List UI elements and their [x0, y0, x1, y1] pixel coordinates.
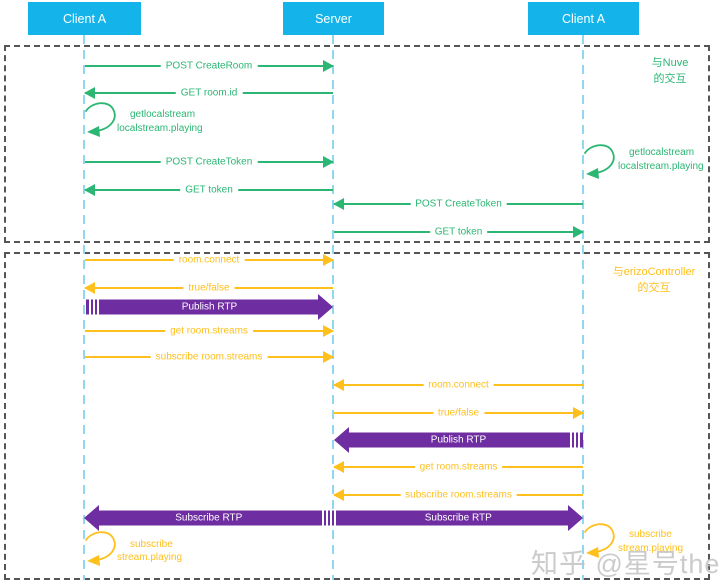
message-label: get room.streams — [414, 461, 503, 473]
hatch-mark — [334, 510, 336, 526]
arrow-bar — [97, 510, 570, 526]
erizocontroller-group-label: 与erizoController 的交互 — [606, 264, 702, 296]
message-label: subscribe room.streams — [400, 489, 517, 501]
self-loop-label: localstream.playing — [618, 161, 704, 172]
message-label: GET token — [180, 184, 238, 196]
nuve-group-label: 与Nuve 的交互 — [642, 55, 698, 87]
message-arrow: room.connect — [85, 254, 334, 266]
nuve-group-frame — [4, 45, 710, 243]
subscribe-rtp-arrow: Subscribe RTP Subscribe RTP — [84, 505, 583, 531]
message-label: subscribe room.streams — [150, 351, 268, 363]
message-arrow: get room.streams — [333, 461, 583, 473]
self-loop-label: stream.playing — [618, 543, 684, 554]
message-arrow: POST CreateToken — [85, 156, 334, 168]
self-loop-icon — [85, 531, 116, 566]
arrow-bar — [347, 432, 583, 448]
publish-rtp-arrow-left: Publish RTP — [86, 294, 333, 320]
self-loop-label: stream.playing — [117, 552, 183, 563]
hatch-mark — [326, 510, 328, 526]
hatch-mark — [578, 432, 580, 448]
nuve-label-line1: 与Nuve — [651, 57, 689, 69]
actor-server: Server — [283, 2, 384, 35]
lifeline-client-a-right — [582, 35, 584, 580]
message-label: room.connect — [423, 379, 494, 391]
actor-client-a-right: Client A — [528, 2, 639, 35]
message-arrow: POST CreateToken — [333, 198, 583, 210]
hatch-mark — [322, 510, 324, 526]
hatch-mark — [97, 299, 99, 315]
message-label: true/false — [432, 407, 485, 419]
self-loop-label: getlocalstream — [130, 109, 196, 120]
zhihu-watermark: 知乎 @星号then — [531, 549, 720, 579]
message-label: POST CreateToken — [160, 156, 258, 168]
message-arrow: subscribe room.streams — [333, 489, 583, 501]
publish-rtp-arrow-right: Publish RTP — [334, 427, 583, 453]
arrowhead-east-icon — [318, 294, 333, 320]
message-arrow: get room.streams — [85, 325, 334, 337]
erizo-label-line2: 的交互 — [637, 282, 671, 294]
erizo-label-line1: 与erizoController — [612, 266, 696, 278]
message-arrow: GET room.id — [84, 87, 333, 99]
self-loop-label: getlocalstream — [629, 147, 695, 158]
arrow-bar — [86, 299, 320, 315]
nuve-label-line2: 的交互 — [653, 73, 687, 85]
lifeline-client-a-left — [83, 35, 85, 580]
message-arrow: GET token — [84, 184, 333, 196]
message-label: get room.streams — [165, 325, 253, 337]
hatch-mark — [574, 432, 576, 448]
subscribe-rtp-label-right: Subscribe RTP — [424, 512, 492, 524]
self-loop-icon — [584, 144, 615, 179]
hatch-mark — [330, 510, 332, 526]
lifeline-server — [332, 35, 334, 580]
publish-rtp-label: Publish RTP — [430, 434, 487, 446]
self-loop-label: localstream.playing — [117, 123, 203, 134]
self-loop-icon — [85, 102, 116, 137]
self-loop-icon — [584, 523, 615, 558]
message-arrow: true/false — [84, 282, 333, 294]
subscribe-rtp-label-left: Subscribe RTP — [175, 512, 243, 524]
hatch-mark — [89, 299, 91, 315]
self-loop-label: subscribe — [130, 539, 173, 550]
self-loop-label: subscribe — [629, 529, 672, 540]
arrowhead-east-icon — [568, 505, 583, 531]
message-label: POST CreateRoom — [160, 60, 258, 72]
arrowhead-west-icon — [334, 427, 349, 453]
message-label: POST CreateToken — [410, 198, 507, 210]
message-label: true/false — [183, 282, 235, 294]
message-arrow: room.connect — [333, 379, 583, 391]
message-label: room.connect — [173, 254, 245, 266]
message-label: GET token — [429, 226, 488, 238]
erizocontroller-group-frame — [4, 252, 710, 580]
arrowhead-west-icon — [84, 505, 99, 531]
message-label: GET room.id — [175, 87, 243, 99]
hatch-mark — [93, 299, 95, 315]
hatch-mark — [570, 432, 572, 448]
message-arrow: true/false — [334, 407, 584, 419]
message-arrow: POST CreateRoom — [85, 60, 334, 72]
message-arrow: GET token — [334, 226, 584, 238]
actor-client-a-left: Client A — [28, 2, 141, 35]
message-arrow: subscribe room.streams — [85, 351, 334, 363]
publish-rtp-label: Publish RTP — [181, 301, 238, 313]
